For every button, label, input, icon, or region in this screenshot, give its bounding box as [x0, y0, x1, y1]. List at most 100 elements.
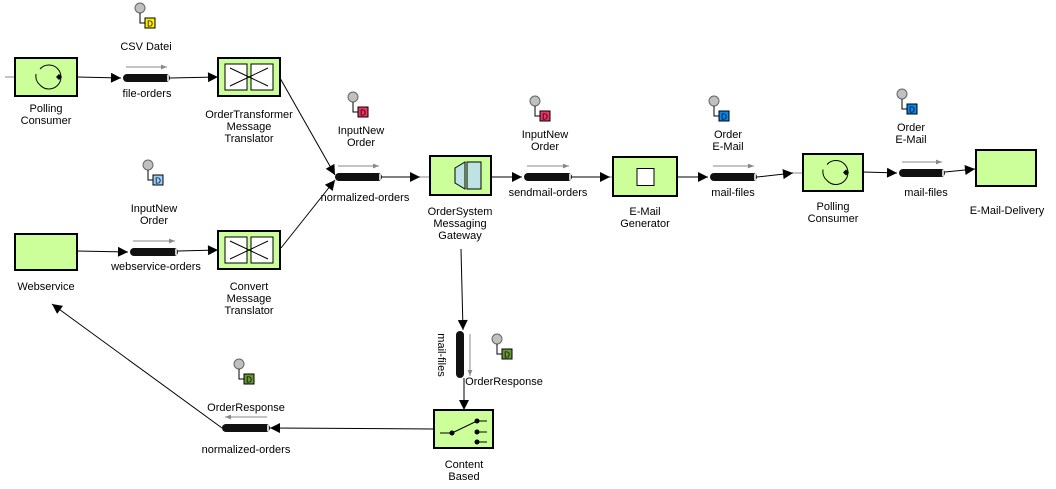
channel-pipe-end: [167, 75, 169, 81]
channel-mail-files-1[interactable]: mail-files: [710, 163, 757, 199]
channel-normalized-orders[interactable]: normalized-orders: [321, 163, 410, 204]
channel-label: mail-files: [711, 187, 755, 199]
node-delivery[interactable]: E-Mail-Delivery: [970, 149, 1045, 217]
message-translator-icon: [224, 63, 274, 91]
messaging-gateway-icon: [454, 161, 482, 190]
channel-mail-files-vert[interactable]: mail-files: [435, 331, 473, 378]
node-label-line: Polling: [29, 103, 62, 115]
document-label-line: InputNew: [338, 125, 385, 137]
document-label-line: InputNew: [522, 129, 569, 141]
document-icon: D: [718, 110, 730, 122]
document-letter: D: [909, 106, 915, 115]
document-icon: D: [152, 174, 164, 186]
node-label-line: Consumer: [808, 213, 859, 225]
node-box[interactable]: [14, 233, 78, 271]
channel-label: webservice-orders: [110, 261, 201, 273]
pin-icon: [529, 95, 541, 107]
channel-label: normalized-orders: [321, 192, 410, 204]
document-letter: D: [721, 113, 727, 122]
document-label-line: OrderResponse: [207, 402, 285, 414]
channel-pipe[interactable]: [710, 173, 757, 181]
node-box[interactable]: [975, 149, 1037, 187]
document-label: CSV Datei: [120, 41, 171, 53]
document-icon: D: [539, 110, 551, 122]
node-webservice[interactable]: Webservice: [14, 233, 78, 293]
document-letter: D: [542, 113, 548, 122]
node-box[interactable]: [612, 156, 678, 197]
document-letter: D: [246, 376, 252, 385]
channel-pipe-end: [942, 170, 944, 176]
node-label-line: Generator: [620, 218, 670, 230]
channel-pipe[interactable]: [456, 331, 464, 378]
channel-normalized-orders-back[interactable]: normalized-orders: [202, 414, 291, 456]
connector-ws-orders-to-convert: [177, 245, 219, 256]
pin-line: [147, 170, 153, 181]
document-orderresponse-2: D OrderResponse: [207, 358, 285, 414]
channel-label: file-orders: [123, 88, 172, 100]
channel-webservice-orders[interactable]: webservice-orders: [110, 238, 201, 273]
node-label-line: Convert: [230, 281, 269, 293]
channel-pipe[interactable]: [222, 424, 270, 432]
connector-convert-to-normalized: [280, 179, 336, 249]
connector-webservice-to-ws-orders: [76, 246, 129, 257]
node-label-line: Based: [448, 471, 479, 483]
connector-router-to-normalized-back: [269, 423, 435, 434]
channel-label: mail-files: [435, 333, 447, 377]
channel-pipe[interactable]: [524, 173, 572, 181]
node-box[interactable]: [14, 57, 78, 97]
document-letter: D: [504, 351, 510, 360]
node-label-line: E-Mail: [629, 206, 660, 218]
node-label-line: Consumer: [21, 115, 72, 127]
channel-mail-files-2[interactable]: mail-files: [899, 159, 948, 199]
pin-line: [238, 369, 244, 380]
node-label-line: Message: [227, 293, 272, 305]
channel-pipe[interactable]: [123, 74, 170, 82]
channel-pipe[interactable]: [335, 173, 382, 181]
document-label-line: Order: [897, 122, 925, 134]
channel-pipe[interactable]: [130, 248, 178, 256]
node-label-line: Content: [445, 459, 484, 471]
node-label: Webservice: [17, 281, 74, 293]
node-label-line: Polling: [816, 201, 849, 213]
channel-label: mail-files: [904, 187, 948, 199]
channel-sendmail-orders[interactable]: sendmail-orders: [509, 163, 588, 199]
connector-mailfiles2-to-delivery: [944, 165, 976, 175]
document-label-line: CSV Datei: [120, 41, 171, 53]
pin-line: [901, 99, 907, 110]
pin-icon: [708, 95, 720, 107]
connector-file-orders-to-transformer: [169, 72, 219, 83]
document-label-line: E-Mail: [712, 141, 743, 153]
polling-consumer-icon: [822, 160, 849, 185]
pin-line: [352, 102, 358, 113]
document-icon: D: [357, 106, 369, 118]
channel-file-orders[interactable]: file-orders: [123, 64, 172, 100]
content-based-router-icon: [440, 418, 487, 445]
channel-pipe[interactable]: [899, 169, 945, 177]
document-label-line: E-Mail: [895, 134, 926, 146]
connector-transformer-to-normalized: [279, 77, 336, 176]
node-label-line: OrderTransformer: [205, 109, 293, 121]
channel-pipe-end: [175, 249, 177, 255]
channel-pipe-end: [569, 174, 571, 180]
node-label-line: Message: [227, 121, 272, 133]
connector-polling1-to-file-orders: [76, 72, 122, 83]
node-box[interactable]: [802, 153, 864, 192]
